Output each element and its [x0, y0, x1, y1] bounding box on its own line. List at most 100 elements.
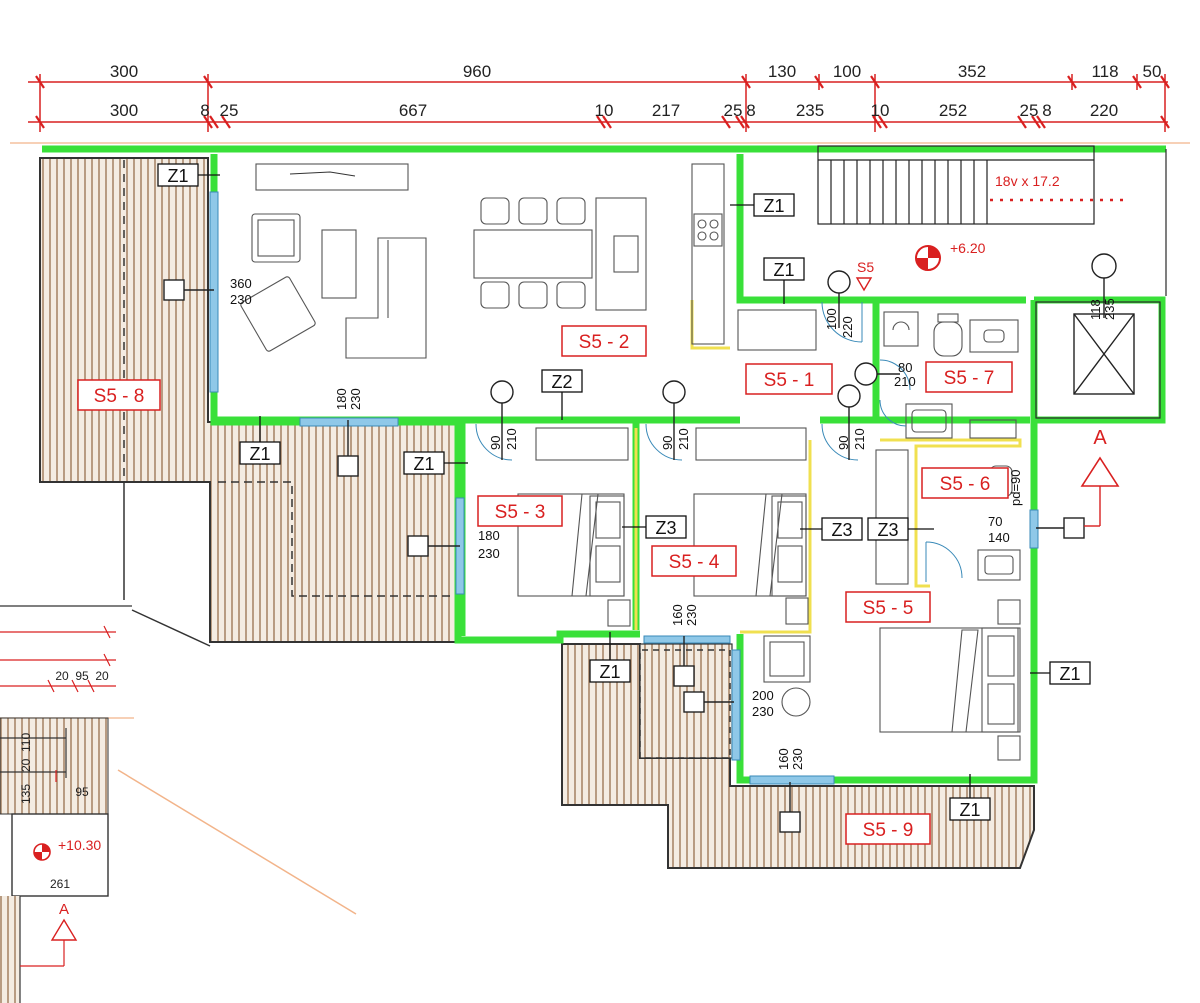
- inset-dim-95a: 95: [75, 669, 89, 683]
- door-marker-icons: [490, 270, 900, 460]
- door-90-b-h: 210: [676, 428, 691, 450]
- dim-top-2: 960: [463, 62, 491, 81]
- dim-second-1: 300: [110, 101, 138, 120]
- dim-top-5: 352: [958, 62, 986, 81]
- window-marker-icons: [163, 279, 1085, 833]
- window-180b-w: 180: [478, 528, 500, 543]
- tag-z1-a: Z1: [167, 166, 188, 186]
- level-main: +6.20: [950, 240, 986, 256]
- inset-dim-20b: 20: [95, 669, 109, 683]
- room-s5-7: S5 - 7: [944, 368, 995, 389]
- s5-marker-label: S5: [857, 259, 874, 275]
- door-90-a-h: 210: [504, 428, 519, 450]
- dim-second-13: 8: [1042, 101, 1051, 120]
- tag-z1-d: Z1: [249, 444, 270, 464]
- window-180a-w: 180: [334, 388, 349, 410]
- room-s5-1: S5 - 1: [764, 370, 815, 391]
- inset-dim-110: 110: [19, 733, 33, 752]
- dim-second-4: 667: [399, 101, 427, 120]
- z-tag-boxes: [157, 163, 1091, 821]
- dim-top-6: 118: [1091, 62, 1118, 81]
- tag-z3-b: Z3: [831, 520, 852, 540]
- partitions: [634, 300, 1022, 634]
- window-200-w: 200: [752, 688, 774, 703]
- dimension-lines: [28, 74, 1170, 132]
- room-s5-5: S5 - 5: [863, 598, 914, 619]
- room-s5-2: S5 - 2: [579, 332, 630, 353]
- inset-plan: [0, 605, 357, 1003]
- dim-second-5: 10: [595, 101, 614, 120]
- dim-second-11: 252: [939, 101, 967, 120]
- elevator-icon: [1073, 253, 1135, 395]
- staircase: [817, 145, 1095, 225]
- room-s5-3: S5 - 3: [495, 502, 546, 523]
- room-s5-8: S5 - 8: [94, 386, 145, 407]
- tag-z1-h: Z1: [959, 800, 980, 820]
- inset-dim-20a: 20: [55, 669, 69, 683]
- dim-second-14: 220: [1090, 101, 1118, 120]
- tag-z1-c: Z1: [773, 260, 794, 280]
- furniture: [240, 163, 1021, 761]
- dim-second-8: 8: [746, 101, 755, 120]
- door-90-c-h: 210: [852, 428, 867, 450]
- door-80-h: 210: [894, 374, 916, 389]
- window-160b-w: 160: [776, 748, 791, 770]
- dim-second-12: 25: [1020, 101, 1039, 120]
- inset-section-mark: A: [59, 901, 69, 918]
- tag-z2: Z2: [551, 372, 572, 392]
- window-160a-w: 160: [670, 604, 685, 626]
- boundary-line-2: [131, 609, 211, 647]
- door-90-b-w: 90: [660, 436, 675, 450]
- dim-second-3: 25: [220, 101, 239, 120]
- room-s5-4: S5 - 4: [669, 552, 720, 573]
- dim-second-9: 235: [796, 101, 824, 120]
- window-360-h: 230: [230, 292, 252, 307]
- door-118-h: 235: [1102, 298, 1117, 320]
- window-160b-h: 230: [790, 748, 805, 770]
- door-100-w: 100: [824, 308, 839, 330]
- door-80-w: 80: [898, 360, 912, 375]
- room-s5-6: S5 - 6: [940, 474, 991, 495]
- window-200-h: 230: [752, 704, 774, 719]
- tag-z1-b: Z1: [763, 196, 784, 216]
- tag-z3-a: Z3: [655, 518, 676, 538]
- pergola-outline: [218, 481, 458, 597]
- section-mark-label: A: [1093, 427, 1107, 449]
- inset-level-marker-icon: [33, 843, 51, 861]
- level-marker-icon: [915, 245, 941, 271]
- room-s5-9: S5 - 9: [863, 820, 914, 841]
- stairs-label: 18v x 17.2: [995, 173, 1060, 189]
- dim-top-7: 50: [1143, 62, 1162, 81]
- pergola-outline-2: [639, 649, 731, 759]
- window-180a-h: 230: [348, 388, 363, 410]
- level-inset: +10.30: [58, 837, 101, 853]
- dim-second-10: 10: [871, 101, 890, 120]
- inset-dim-135: 135: [19, 784, 33, 804]
- window-160a-h: 230: [684, 604, 699, 626]
- window-180b-h: 230: [478, 546, 500, 561]
- window-70-w: 70: [988, 514, 1002, 529]
- inset-dim-261: 261: [50, 877, 70, 891]
- room-label-boxes: [77, 325, 1013, 845]
- dim-second-2: 8: [200, 101, 209, 120]
- dim-top-1: 300: [110, 62, 138, 81]
- dim-top-3: 130: [768, 62, 796, 81]
- tag-z1-f: Z1: [599, 662, 620, 682]
- dim-second-7: 25: [724, 101, 743, 120]
- tag-z1-e: Z1: [413, 454, 434, 474]
- inset-dim-20c: 20: [19, 758, 33, 772]
- s5-marker-icon: [855, 277, 873, 292]
- pd-label: pd=90: [1008, 469, 1023, 506]
- door-100-h: 220: [840, 316, 855, 338]
- door-swings: [475, 301, 963, 582]
- dim-top-4: 100: [833, 62, 861, 81]
- section-mark-icon: [1080, 456, 1120, 487]
- door-90-c-w: 90: [836, 436, 851, 450]
- door-90-a-w: 90: [488, 436, 503, 450]
- window-70-h: 140: [988, 530, 1010, 545]
- window-360-w: 360: [230, 276, 252, 291]
- tag-z1-g: Z1: [1059, 664, 1080, 684]
- tag-z3-c: Z3: [877, 520, 898, 540]
- inset-dim-95b: 95: [75, 785, 89, 799]
